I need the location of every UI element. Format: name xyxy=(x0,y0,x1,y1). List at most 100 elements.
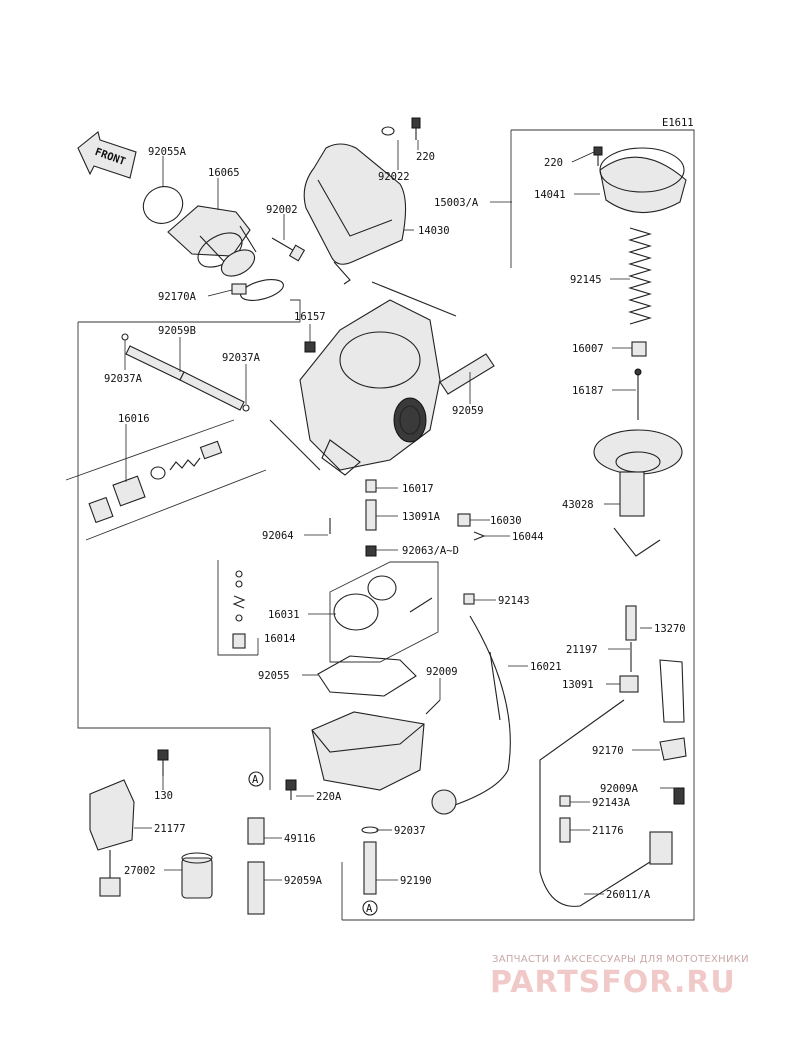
screw-220A-drawing xyxy=(285,779,297,800)
jet-16017-drawing xyxy=(365,479,377,493)
diagram-code: E1611 xyxy=(662,117,694,129)
label-43028: 43028 xyxy=(562,499,594,511)
label-92170A: 92170A xyxy=(158,291,197,303)
tube-92059-drawing xyxy=(439,353,495,395)
label-21197: 21197 xyxy=(566,644,598,656)
switch-21176-drawing xyxy=(559,817,571,843)
screw-92009-drawing xyxy=(425,699,441,715)
label-92009A: 92009A xyxy=(600,783,639,795)
label-13270: 13270 xyxy=(654,623,686,635)
washer-bolt-top-drawing xyxy=(381,117,421,140)
front-direction-arrow: FRONT xyxy=(77,131,137,179)
part-16157-drawing xyxy=(304,341,316,353)
label-13091A: 13091A xyxy=(402,511,441,523)
harness-26011A-drawing xyxy=(539,699,673,907)
screw-92009A-drawing xyxy=(673,787,685,805)
needle-holder-16007-drawing xyxy=(631,341,647,357)
fitting-49116-drawing xyxy=(247,817,265,845)
label-16014: 16014 xyxy=(264,633,296,645)
label-130: 130 xyxy=(154,790,173,802)
clamp-92170A-drawing xyxy=(231,279,284,301)
label-21176: 21176 xyxy=(592,825,624,837)
label-16031: 16031 xyxy=(268,609,300,621)
label-26011A: 26011/A xyxy=(606,889,651,901)
label-92145: 92145 xyxy=(570,274,602,286)
label-92059: 92059 xyxy=(452,405,484,417)
label-220-top: 220 xyxy=(416,151,435,163)
assembly-frame-lines xyxy=(77,129,695,921)
label-16044: 16044 xyxy=(512,531,544,543)
ignitor-21177-drawing xyxy=(89,779,135,897)
float-bowl-drawing xyxy=(311,711,425,791)
label-27002: 27002 xyxy=(124,865,156,877)
label-92143A: 92143A xyxy=(592,797,631,809)
label-92022: 92022 xyxy=(378,171,410,183)
sensor-13270-drawing xyxy=(625,605,637,641)
ref-mark-a-upper: A xyxy=(248,771,264,787)
label-16021: 16021 xyxy=(530,661,562,673)
label-92009: 92009 xyxy=(426,666,458,678)
label-14041: 14041 xyxy=(534,189,566,201)
label-92143: 92143 xyxy=(498,595,530,607)
gasket-92055-drawing xyxy=(317,655,417,697)
label-92059A: 92059A xyxy=(284,875,323,887)
spring-92145-drawing xyxy=(628,227,652,325)
leader-lines xyxy=(124,140,676,895)
o-ring-92055A-drawing xyxy=(142,186,184,224)
ref-mark-a-lower: A xyxy=(362,900,378,916)
label-16157: 16157 xyxy=(294,311,326,323)
label-16065: 16065 xyxy=(208,167,240,179)
label-14030: 14030 xyxy=(418,225,450,237)
label-92059B: 92059B xyxy=(158,325,196,337)
top-cover-14030-drawing xyxy=(303,143,407,285)
throttle-valve-16031-drawing xyxy=(329,561,439,663)
jet-needle-16187-drawing xyxy=(634,368,642,420)
svg-text:A: A xyxy=(252,774,259,786)
needle-jet-13091A-drawing xyxy=(365,499,377,531)
label-92037A-right: 92037A xyxy=(222,352,261,364)
label-92037A-left: 92037A xyxy=(104,373,143,385)
label-92190: 92190 xyxy=(400,875,432,887)
label-16016: 16016 xyxy=(118,413,150,425)
label-13091: 13091 xyxy=(562,679,594,691)
label-220A: 220A xyxy=(316,791,342,803)
label-92064: 92064 xyxy=(262,530,294,542)
vacuum-piston-43028-drawing xyxy=(593,429,683,557)
relay-27002-drawing xyxy=(181,852,213,899)
watermark: ЗАПЧАСТИ И АКСЕССУАРЫ ДЛЯ МОТОТЕХНИКИ PA… xyxy=(490,954,749,1000)
part-16030-drawing xyxy=(457,513,471,527)
cable-16021-drawing xyxy=(431,615,511,815)
label-21177: 21177 xyxy=(154,823,186,835)
nut-92143A-drawing xyxy=(559,795,571,807)
label-92063: 92063/A~D xyxy=(402,545,459,557)
label-15003A: 15003/A xyxy=(434,197,479,209)
label-16007: 16007 xyxy=(572,343,604,355)
part-92143-drawing xyxy=(463,593,475,605)
label-92002: 92002 xyxy=(266,204,298,216)
label-92055: 92055 xyxy=(258,670,290,682)
watermark-tagline: ЗАПЧАСТИ И АКСЕССУАРЫ ДЛЯ МОТОТЕХНИКИ xyxy=(492,954,749,965)
choke-assembly-16016-drawing xyxy=(65,419,267,541)
jet-92063-drawing xyxy=(365,545,377,557)
pipe-92059B-drawing xyxy=(121,333,250,412)
screw-130-drawing xyxy=(157,749,169,776)
label-92037: 92037 xyxy=(394,825,426,837)
intake-holder-16065-drawing xyxy=(167,205,257,277)
watermark-brand: PARTSFOR.RU xyxy=(490,965,736,1000)
part-labels: 92055A 16065 92002 92022 220 14030 92170… xyxy=(104,146,686,901)
part-13091-drawing xyxy=(619,659,685,723)
tube-92190-drawing xyxy=(363,841,377,895)
clamp-92170-drawing xyxy=(659,737,687,761)
top-cap-14041-drawing xyxy=(593,146,687,214)
pilot-screw-16014-drawing xyxy=(232,570,246,649)
label-92055A: 92055A xyxy=(148,146,187,158)
clip-16044-drawing xyxy=(473,531,486,541)
label-16187: 16187 xyxy=(572,385,604,397)
label-220-right: 220 xyxy=(544,157,563,169)
label-49116: 49116 xyxy=(284,833,316,845)
label-16030: 16030 xyxy=(490,515,522,527)
clamp-92037-drawing xyxy=(361,826,379,834)
label-16017: 16017 xyxy=(402,483,434,495)
tube-92059A-drawing xyxy=(247,861,265,915)
